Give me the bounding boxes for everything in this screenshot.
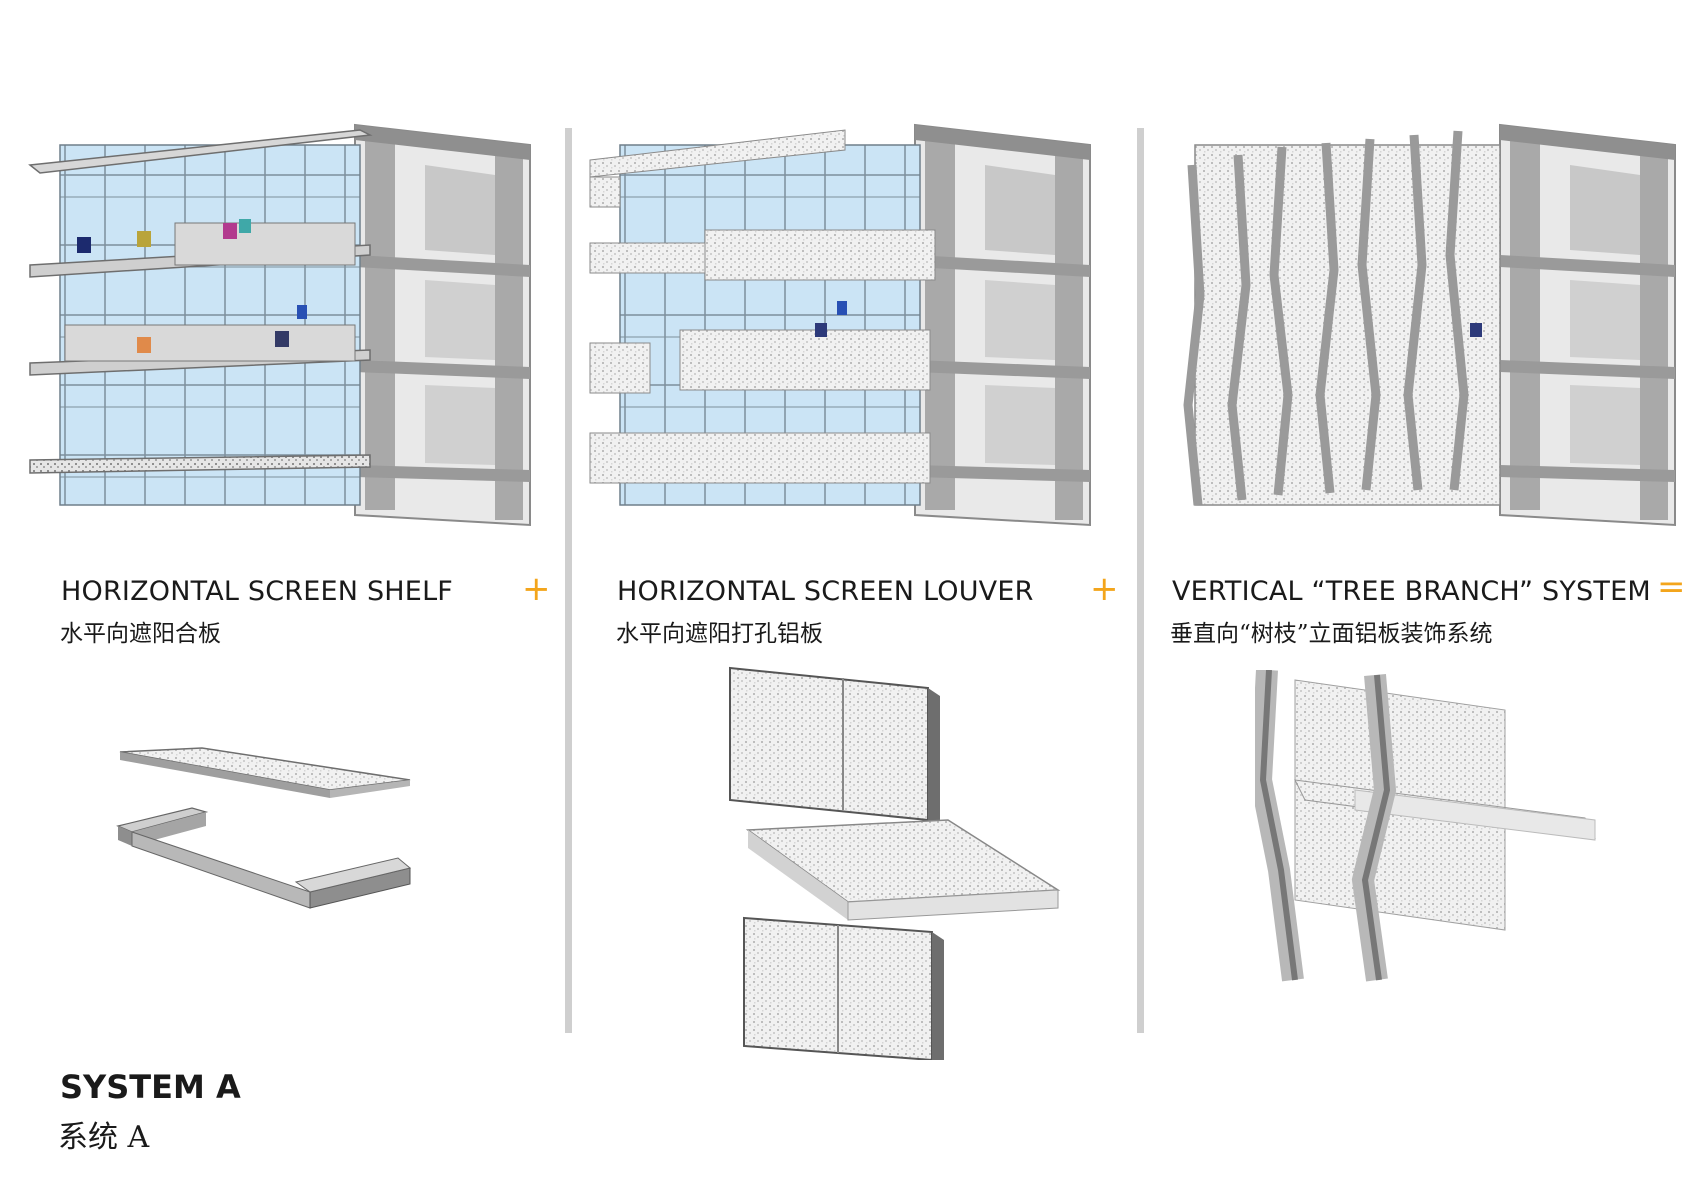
plus-icon: + [522, 569, 551, 609]
louver-component-illustration [729, 666, 1061, 1060]
panel-3-title-en: VERTICAL “TREE BRANCH” SYSTEM [1172, 576, 1651, 607]
system-title-zh: 系统 A [58, 1120, 150, 1155]
building-screen-louver-illustration [589, 123, 1091, 527]
building-tree-branch-illustration [1183, 123, 1676, 527]
panel-2-title-en: HORIZONTAL SCREEN LOUVER [617, 576, 1034, 607]
shelf-component-illustration [116, 747, 412, 909]
panel-3-title-zh: 垂直向“树枝”立面铝板装饰系统 [1170, 621, 1493, 647]
panel-1-title-zh: 水平向遮阳合板 [60, 621, 221, 647]
panel-1-title-en: HORIZONTAL SCREEN SHELF [61, 576, 454, 607]
system-title-en: SYSTEM A [60, 1068, 241, 1106]
divider-left [565, 128, 572, 1033]
equals-icon: = [1657, 567, 1686, 607]
tree-branch-component-illustration [1255, 670, 1596, 982]
plus-icon: + [1090, 569, 1119, 609]
building-screen-shelf-illustration [28, 123, 531, 527]
divider-right [1137, 128, 1144, 1033]
panel-2-title-zh: 水平向遮阳打孔铝板 [616, 621, 823, 647]
